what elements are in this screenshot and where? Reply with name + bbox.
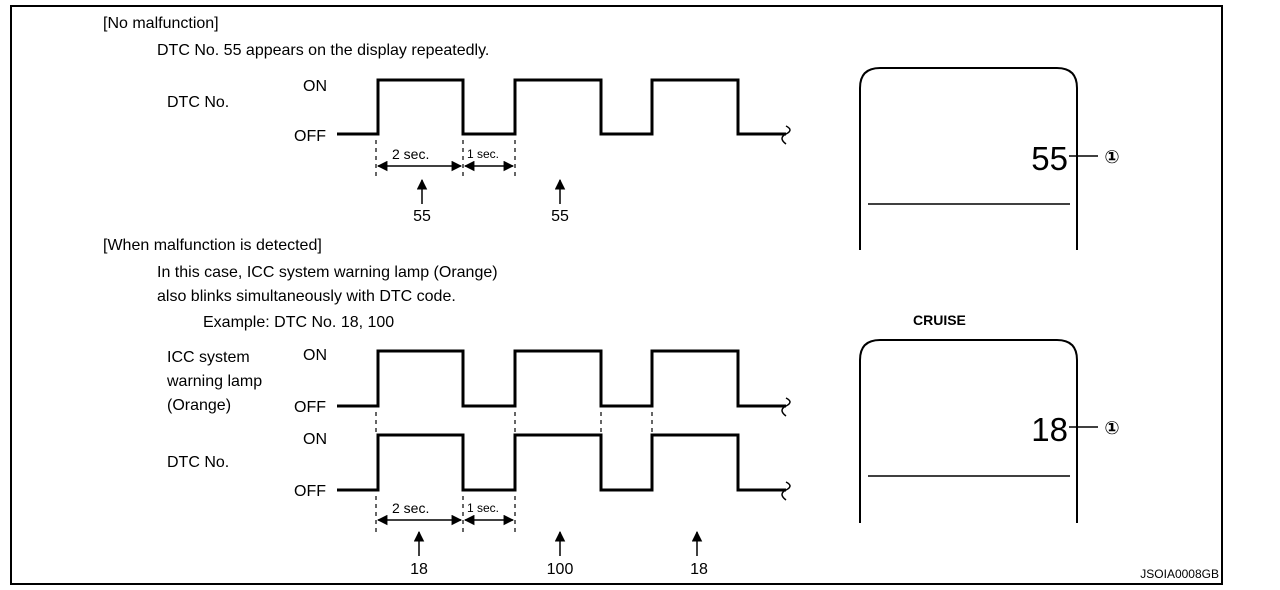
interval-short-label: 1 sec. xyxy=(467,501,499,515)
dtc-waveform xyxy=(337,78,786,136)
code-label: 55 xyxy=(413,208,431,225)
no-malfunction-heading: [No malfunction] xyxy=(103,15,219,32)
display-title: CRUISE xyxy=(913,312,966,328)
figure-id: JSOIA0008GB xyxy=(1140,567,1219,581)
interval-long-label: 2 sec. xyxy=(392,146,429,162)
no-malfunction-section: [No malfunction] DTC No. 55 appears on t… xyxy=(103,15,1120,250)
display-value: 55 xyxy=(1031,140,1068,177)
malfunction-example: Example: DTC No. 18, 100 xyxy=(203,314,394,331)
display-outline xyxy=(859,67,1078,250)
malfunction-heading: [When malfunction is detected] xyxy=(103,237,322,254)
break-mark xyxy=(781,125,791,145)
code-label: 18 xyxy=(690,561,708,578)
dtc-on-label: ON xyxy=(303,431,327,448)
malfunction-description-line1: In this case, ICC system warning lamp (O… xyxy=(157,264,498,281)
dtc-off-label: OFF xyxy=(294,483,326,500)
display-outline xyxy=(859,339,1078,523)
interval-short-label: 1 sec. xyxy=(467,147,499,161)
interval-long-label: 2 sec. xyxy=(392,500,429,516)
callout-number: ① xyxy=(1104,418,1119,438)
malfunction-description-line2: also blinks simultaneously with DTC code… xyxy=(157,288,456,305)
callout-number: ① xyxy=(1104,147,1119,167)
lamp-label-line3: (Orange) xyxy=(167,397,231,414)
code-label: 55 xyxy=(551,208,569,225)
on-label: ON xyxy=(303,78,327,95)
code-label: 100 xyxy=(547,561,574,578)
dtc-waveform xyxy=(337,433,786,492)
dtc-signal-label: DTC No. xyxy=(167,94,229,111)
lamp-label-line2: warning lamp xyxy=(166,373,262,390)
lamp-on-label: ON xyxy=(303,347,327,364)
no-malfunction-description: DTC No. 55 appears on the display repeat… xyxy=(157,42,489,59)
break-mark xyxy=(781,481,791,501)
code-label: 18 xyxy=(410,561,428,578)
off-label: OFF xyxy=(294,128,326,145)
malfunction-section: [When malfunction is detected] In this c… xyxy=(103,237,1120,578)
lamp-waveform xyxy=(337,349,786,408)
figure-frame xyxy=(10,5,1223,585)
dtc-signal-label: DTC No. xyxy=(167,454,229,471)
lamp-off-label: OFF xyxy=(294,399,326,416)
break-mark xyxy=(781,397,791,417)
lamp-label-line1: ICC system xyxy=(167,349,250,366)
display-value: 18 xyxy=(1031,411,1068,448)
